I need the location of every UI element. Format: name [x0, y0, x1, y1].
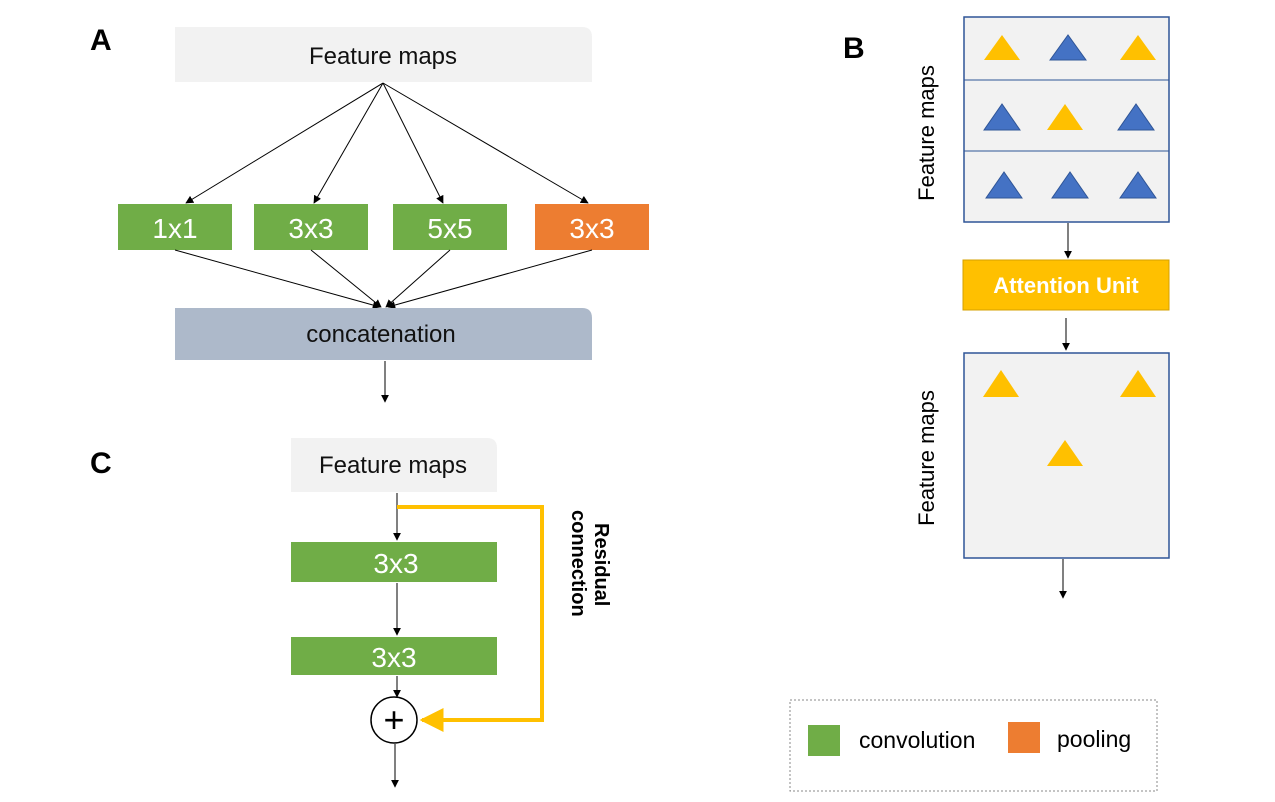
triangle-blue-r3c1 [985, 171, 1023, 199]
panel-a-label: A [90, 24, 112, 57]
triangle-blue-r2c3 [1117, 103, 1155, 131]
panel-c-label: C [90, 447, 112, 480]
pool-3x3-label: 3x3 [569, 213, 614, 244]
residual-conv1-box [291, 542, 497, 582]
concatenation-label: concatenation [306, 321, 455, 348]
add-symbol: + [383, 699, 404, 740]
residual-conv2-label: 3x3 [371, 642, 416, 673]
conv-5x5-box [393, 204, 507, 250]
panel-a: A Feature maps 1x1 3x3 5x5 3x3 concatena… [90, 24, 649, 403]
arrow-3x3-to-concat [310, 249, 382, 308]
triangle-yellow-out-3 [1047, 440, 1083, 466]
panel-b-label: B [843, 32, 865, 65]
legend-pooling-label: pooling [1057, 726, 1131, 752]
arrow-input-to-3x3 [313, 82, 384, 204]
concatenation-box [175, 308, 592, 360]
triangle-yellow-r2c2 [1047, 104, 1083, 130]
triangle-yellow-out-1 [983, 370, 1019, 397]
pool-3x3-box [535, 204, 649, 250]
panel-b-input-side-label: Feature maps [914, 65, 939, 201]
add-node [370, 696, 418, 744]
arrow-input-to-1x1 [185, 82, 384, 204]
triangle-yellow-r1c3 [1120, 35, 1156, 60]
triangle-yellow-r1c1 [984, 35, 1020, 60]
triangle-yellow-out-2 [1120, 370, 1156, 397]
conv-1x1-label: 1x1 [152, 213, 197, 244]
panel-b-output-side-label: Feature maps [914, 390, 939, 526]
legend-pooling-swatch [1008, 722, 1040, 753]
triangle-blue-r2c1 [983, 103, 1021, 131]
panel-a-input-box [175, 27, 592, 82]
panel-c: C Feature maps 3x3 3x3 + Residual connec… [90, 438, 612, 788]
residual-connection-line [397, 505, 544, 732]
residual-conv2-box [291, 637, 497, 675]
panel-c-input-box [291, 438, 497, 492]
conv-3x3-label: 3x3 [288, 213, 333, 244]
legend: convolution pooling [789, 699, 1158, 792]
arrow-input-to-pool [382, 82, 589, 204]
residual-label-line2: connection [567, 510, 589, 617]
triangle-blue-r3c2 [1051, 171, 1089, 199]
panel-c-input-label: Feature maps [319, 452, 467, 479]
triangle-blue-r3c3 [1119, 171, 1157, 199]
legend-convolution-swatch [808, 725, 840, 756]
attention-unit-label: Attention Unit [993, 273, 1139, 298]
panel-b: B Feature maps Attention Unit Feature ma… [843, 16, 1170, 599]
panel-a-input-label: Feature maps [309, 43, 457, 70]
conv-3x3-box [254, 204, 368, 250]
residual-conv1-label: 3x3 [373, 548, 418, 579]
conv-5x5-label: 5x5 [427, 213, 472, 244]
residual-label-line1: Residual [590, 523, 612, 606]
arrow-5x5-to-concat [385, 249, 451, 308]
legend-convolution-label: convolution [859, 727, 975, 753]
arrow-pool-to-concat [387, 249, 593, 309]
arrow-1x1-to-concat [174, 249, 381, 309]
triangle-blue-r1c2 [1049, 34, 1087, 61]
conv-1x1-box [118, 204, 232, 250]
attention-unit-box [962, 259, 1170, 311]
arrow-input-to-5x5 [382, 82, 444, 204]
legend-box [789, 699, 1158, 792]
